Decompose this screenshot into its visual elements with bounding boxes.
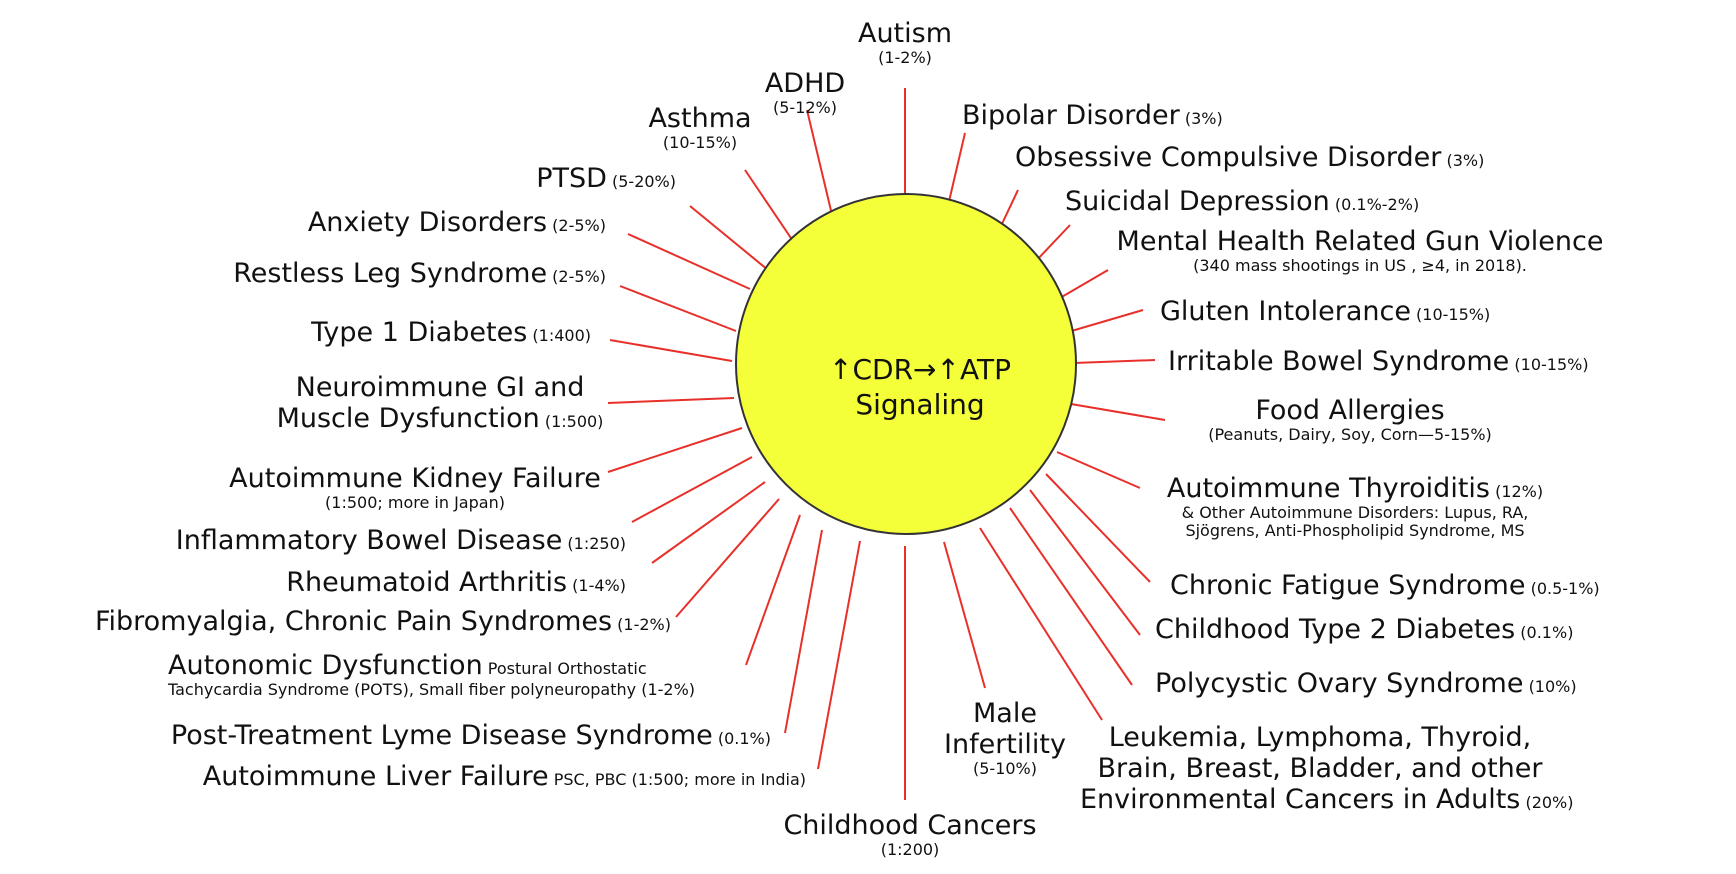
label-childhood-cancers: Childhood Cancers (1:200) <box>783 810 1037 860</box>
ray-ra <box>651 481 766 564</box>
ray-ibs <box>1073 359 1156 364</box>
label-asthma: Asthma (10-15%) <box>648 103 752 153</box>
label-t1d: Type 1 Diabetes (1:400) <box>311 317 591 348</box>
label-bipolar: Bipolar Disorder (3%) <box>962 100 1223 131</box>
ray-gluten <box>1067 309 1144 333</box>
label-male-infertility: Male Infertility (5-10%) <box>944 698 1066 779</box>
ray-liver <box>817 540 861 770</box>
label-lyme: Post-Treatment Lyme Disease Syndrome (0.… <box>170 720 771 751</box>
label-ibs: Irritable Bowel Syndrome (10-15%) <box>1168 346 1589 377</box>
ray-ptsd <box>689 205 769 271</box>
label-ptsd: PTSD (5-20%) <box>536 163 676 194</box>
label-thyroiditis: Autoimmune Thyroiditis (12%) & Other Aut… <box>1166 473 1544 541</box>
central-circle <box>735 193 1077 535</box>
ray-neuroimmune <box>607 397 735 404</box>
label-ibd: Inflammatory Bowel Disease (1:250) <box>175 525 626 556</box>
label-suicidal-depression: Suicidal Depression (0.1%-2%) <box>1065 186 1420 217</box>
central-label-line1: ↑CDR→↑ATP <box>829 353 1011 386</box>
label-t2d: Childhood Type 2 Diabetes (0.1%) <box>1155 614 1574 645</box>
ray-male-infert <box>943 541 986 689</box>
label-gun-violence: Mental Health Related Gun Violence (340 … <box>1116 226 1604 276</box>
label-adult-cancers: Leukemia, Lymphoma, Thyroid, Brain, Brea… <box>1080 722 1574 816</box>
ray-rls <box>619 285 737 332</box>
ray-t2d <box>1029 489 1141 636</box>
label-cfs: Chronic Fatigue Syndrome (0.5-1%) <box>1170 570 1600 601</box>
label-gluten: Gluten Intolerance (10-15%) <box>1160 296 1491 327</box>
ray-cfs <box>1045 473 1151 583</box>
ray-fibro <box>675 498 780 618</box>
ray-gun <box>1059 269 1109 299</box>
label-pcos: Polycystic Ovary Syndrome (10%) <box>1155 668 1577 699</box>
ray-kidney <box>607 427 743 473</box>
ray-lyme <box>784 529 823 734</box>
ray-t1d <box>609 339 733 362</box>
label-liver: Autoimmune Liver Failure PSC, PBC (1:500… <box>202 761 806 792</box>
ray-bipolar <box>946 132 966 211</box>
label-neuroimmune: Neuroimmune GI and Muscle Dysfunction (1… <box>276 372 604 435</box>
label-ra: Rheumatoid Arthritis (1-4%) <box>286 567 626 598</box>
ray-anxiety <box>627 233 751 290</box>
label-anxiety: Anxiety Disorders (2-5%) <box>307 207 606 238</box>
ray-autonomic <box>745 514 801 666</box>
ray-ocd <box>999 189 1019 229</box>
label-autism: Autism (1-2%) <box>857 18 953 68</box>
ray-suicidal <box>1034 224 1071 263</box>
label-kidney: Autoimmune Kidney Failure (1:500; more i… <box>229 463 601 513</box>
label-adhd: ADHD (5-12%) <box>764 68 846 118</box>
label-food-allergies: Food Allergies (Peanuts, Dairy, Soy, Cor… <box>1208 395 1492 445</box>
central-label: ↑CDR→↑ATP Signaling <box>795 352 1045 422</box>
ray-food <box>1070 403 1166 421</box>
ray-adult-cancer <box>979 527 1103 721</box>
ray-pcos <box>1009 507 1133 686</box>
ray-adhd <box>806 109 834 220</box>
ray-ibd <box>631 456 753 523</box>
ray-asthma <box>744 169 796 245</box>
label-ocd: Obsessive Compulsive Disorder (3%) <box>1015 142 1485 173</box>
label-fibro: Fibromyalgia, Chronic Pain Syndromes (1-… <box>94 606 671 637</box>
central-label-line2: Signaling <box>855 388 985 421</box>
label-rls: Restless Leg Syndrome (2-5%) <box>233 258 606 289</box>
ray-thyroiditis <box>1056 451 1141 489</box>
ray-lines <box>607 88 1166 800</box>
label-autonomic: Autonomic Dysfunction Postural Orthostat… <box>168 650 696 700</box>
